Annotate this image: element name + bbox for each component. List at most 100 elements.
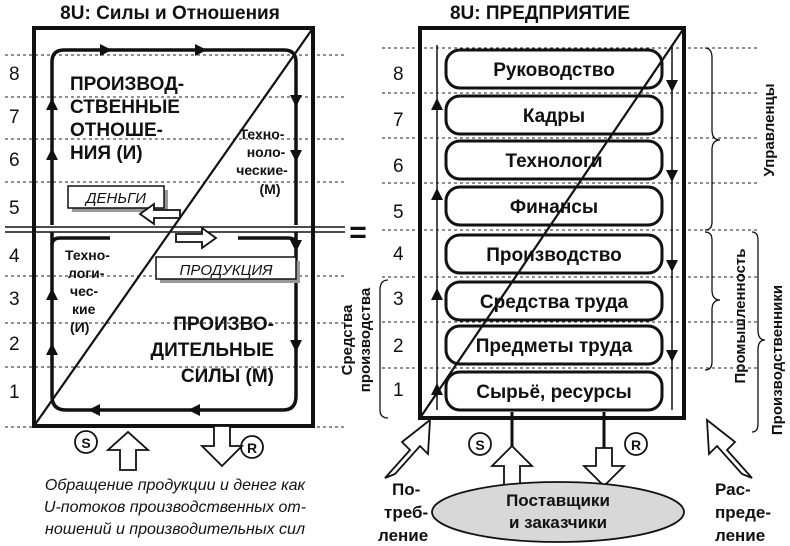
relations-label: ПРОИЗВОД- СТВЕННЫЕ ОТНОШЕ- НИЯ (И) xyxy=(70,74,184,164)
row-label-finance: Финансы xyxy=(510,197,598,218)
row-box-technologists xyxy=(444,139,664,181)
suppliers-line-2: и заказчики xyxy=(509,513,607,532)
row-label-objects-of-labour: Предметы труда xyxy=(476,336,633,357)
right-level-4: 4 xyxy=(393,244,404,265)
left-release-arrow xyxy=(199,425,245,468)
svg-text:ОТНОШЕ-: ОТНОШЕ- xyxy=(70,120,163,141)
svg-text:ноло-: ноло- xyxy=(247,144,286,160)
means-bracket xyxy=(379,279,389,419)
svg-text:чес-: чес- xyxy=(70,283,99,299)
svg-text:U-потоков производственных от-: U-потоков производственных от- xyxy=(44,499,306,516)
money-flow-arrow xyxy=(138,202,181,226)
row-label-raw-materials: Сырьё, ресурсы xyxy=(476,382,632,403)
right-release-arrow xyxy=(581,447,627,488)
right-level-2: 2 xyxy=(393,336,404,357)
left-level-5: 5 xyxy=(9,198,20,219)
left-diagonal xyxy=(33,27,314,427)
svg-text:ПРОИЗВО-: ПРОИЗВО- xyxy=(173,314,274,335)
money-label: ДЕНЬГИ xyxy=(84,190,146,207)
left-r-label: R xyxy=(247,440,257,456)
row-box-production xyxy=(444,233,664,275)
svg-text:производства: производства xyxy=(357,287,374,392)
svg-text:(И): (И) xyxy=(70,319,89,335)
svg-text:логи-: логи- xyxy=(68,265,105,281)
right-r-label: R xyxy=(631,437,641,453)
svg-text:СТВЕННЫЕ: СТВЕННЫЕ xyxy=(70,97,180,118)
right-level-5: 5 xyxy=(393,202,404,223)
right-s-label: S xyxy=(475,437,484,453)
left-level-6: 6 xyxy=(9,150,20,171)
left-s-label: S xyxy=(81,435,90,451)
svg-text:СИЛЫ (М): СИЛЫ (М) xyxy=(181,366,274,387)
left-level-3: 3 xyxy=(9,289,20,310)
left-title: 8U: Силы и Отношения xyxy=(60,3,280,24)
svg-text:(М): (М) xyxy=(260,181,281,197)
left-caption: Обращение продукции и денег как U-потоко… xyxy=(44,477,307,538)
producers-bracket xyxy=(751,231,766,433)
lower-loop xyxy=(50,232,298,412)
left-level-4: 4 xyxy=(9,246,20,267)
tech-right-label: Техно- ноло- ческие- (М) xyxy=(236,126,288,197)
right-supply-arrow xyxy=(489,444,535,487)
suppliers-line-1: Поставщики xyxy=(506,491,610,510)
svg-text:НИЯ (И): НИЯ (И) xyxy=(70,143,143,164)
row-box-objects-of-labour xyxy=(444,324,664,366)
left-frame xyxy=(32,26,315,428)
left-level-1: 1 xyxy=(9,382,20,403)
right-r-circle xyxy=(624,432,648,456)
svg-text:преде-: преде- xyxy=(715,503,771,522)
managers-bracket xyxy=(704,47,721,231)
right-level-7: 7 xyxy=(393,110,404,131)
svg-text:ПРОИЗВОД-: ПРОИЗВОД- xyxy=(70,74,184,95)
right-level-lines xyxy=(382,47,760,369)
consumption-label: По- треб- ление xyxy=(378,480,428,545)
left-s-circle xyxy=(74,430,98,454)
right-s-circle xyxy=(468,432,492,456)
left-level-7: 7 xyxy=(9,107,20,128)
means-of-production-label: Средства производства xyxy=(339,287,374,392)
row-box-means-of-labour xyxy=(444,280,664,322)
managers-label: Управленцы xyxy=(761,83,778,176)
product-flow-arrow xyxy=(175,226,218,250)
svg-text:ление: ление xyxy=(378,526,428,545)
right-title: 8U: ПРЕДПРИЯТИЕ xyxy=(450,3,630,24)
equals-sign: = xyxy=(349,216,367,249)
right-diagonal xyxy=(419,27,685,419)
svg-text:По-: По- xyxy=(392,480,420,499)
right-level-6: 6 xyxy=(393,156,404,177)
left-supply-arrow xyxy=(105,430,151,471)
product-label: ПРОДУКЦИЯ xyxy=(180,262,274,279)
product-box xyxy=(155,256,297,280)
svg-text:ческие-: ческие- xyxy=(236,162,288,178)
distribution-label: Рас- преде- ление xyxy=(715,480,771,545)
row-label-staff: Кадры xyxy=(523,106,585,127)
row-label-production: Производство xyxy=(486,245,622,266)
svg-text:ление: ление xyxy=(715,526,765,545)
forces-label: ПРОИЗВО- ДИТЕЛЬНЫЕ СИЛЫ (М) xyxy=(151,314,274,387)
suppliers-ellipse xyxy=(431,481,685,543)
upper-loop xyxy=(50,48,298,225)
left-level-2: 2 xyxy=(9,334,20,355)
row-label-management: Руководство xyxy=(493,60,615,81)
right-level-3: 3 xyxy=(393,289,404,310)
svg-text:Рас-: Рас- xyxy=(715,480,751,499)
industry-label: Промышленность xyxy=(732,249,749,384)
left-level-8: 8 xyxy=(9,64,20,85)
svg-text:Техно-: Техно- xyxy=(65,247,110,263)
tech-left-label: Техно- логи- чес- кие (И) xyxy=(65,247,110,335)
right-level-1: 1 xyxy=(393,380,404,401)
left-panel: 8U: Силы и Отношения 8 7 6 5 4 3 2 1 xyxy=(5,3,345,538)
row-box-raw-materials xyxy=(444,370,664,412)
row-box-finance xyxy=(444,185,664,227)
producers-label: Производственники xyxy=(769,285,786,435)
money-box xyxy=(67,185,165,209)
row-label-means-of-labour: Средства труда xyxy=(480,292,629,313)
row-box-staff xyxy=(444,94,664,136)
industry-bracket xyxy=(704,231,721,371)
svg-text:ношений и производительных сил: ношений и производительных сил xyxy=(45,521,305,538)
row-box-management xyxy=(444,48,664,90)
right-panel: 8U: ПРЕДПРИЯТИЕ 8 7 6 5 4 3 2 1 xyxy=(339,3,786,545)
right-frame xyxy=(418,26,686,420)
